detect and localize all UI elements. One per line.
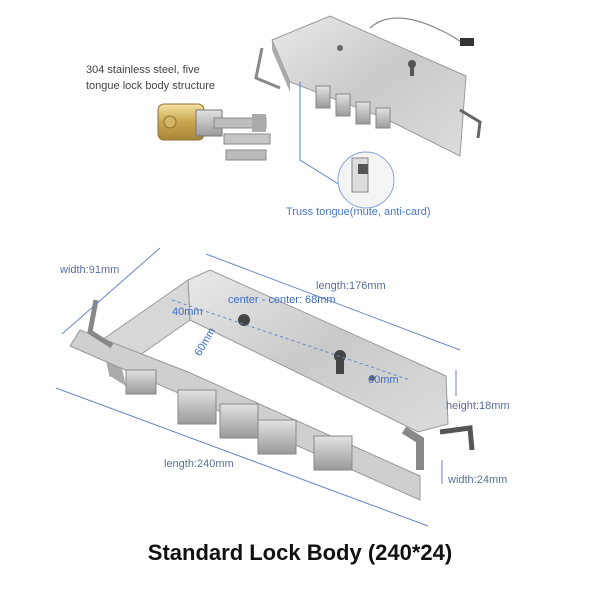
lock-body-image	[254, 15, 482, 157]
material-callout-line2: tongue lock body structure	[86, 80, 216, 92]
dimension-60mm-right: 60mm	[368, 374, 399, 386]
length-bottom-dimension: length:240mm	[164, 458, 234, 470]
width-bottom-dimension: width:24mm	[448, 474, 508, 486]
material-callout: 304 stainless steel, five	[86, 64, 200, 76]
length-top-dimension: length:176mm	[316, 280, 386, 292]
lock-cylinder-image	[157, 103, 223, 141]
truss-tongue-callout: Truss tongue(mute, anti-card)	[286, 206, 431, 218]
zoom-circle-image	[299, 82, 395, 209]
dimension-40mm: 40mm	[172, 306, 203, 318]
key-image	[213, 114, 271, 161]
dimension-lines	[55, 247, 461, 527]
height-dimension: height:18mm	[446, 400, 510, 412]
product-caption: Standard Lock Body (240*24)	[147, 540, 453, 565]
width-dimension: width:91mm	[60, 264, 120, 276]
lock-body-image	[69, 269, 475, 501]
center-dimension: center - center: 68mm	[228, 294, 336, 306]
